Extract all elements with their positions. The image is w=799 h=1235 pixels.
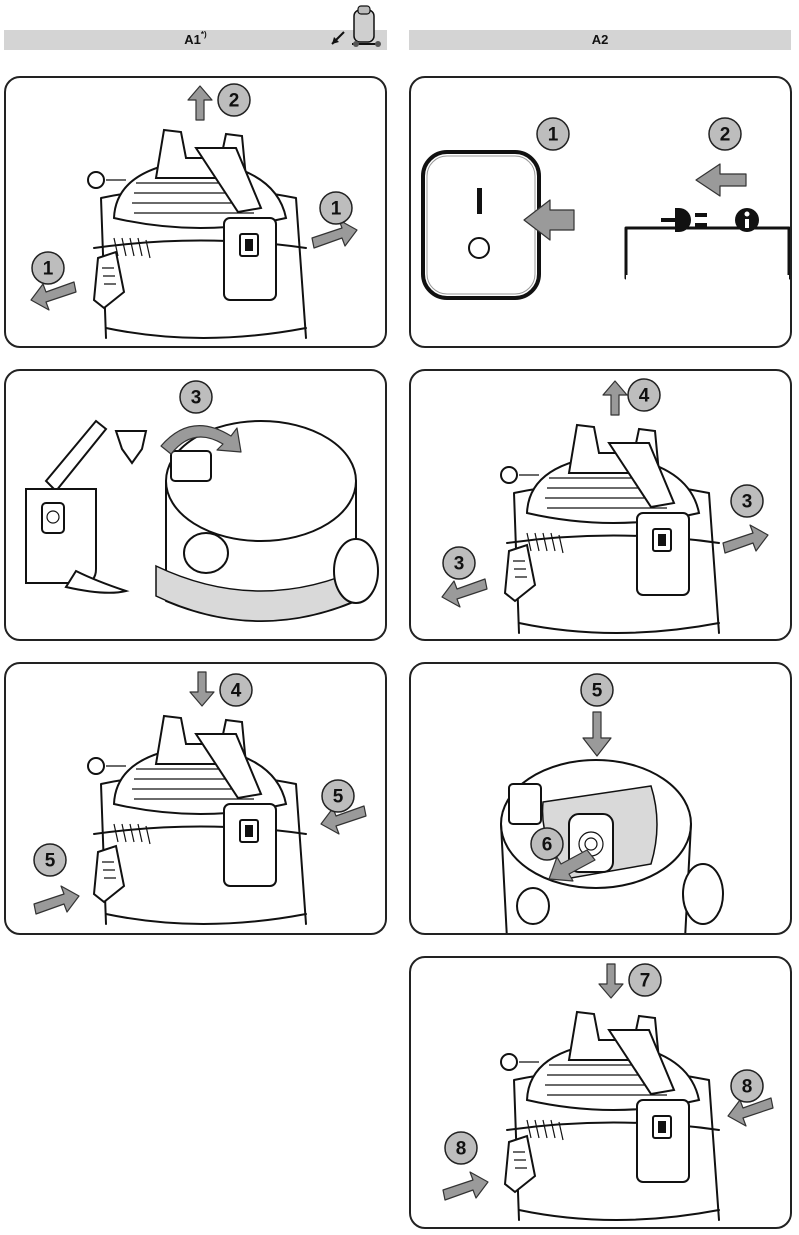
step-number-5-right: 5	[321, 779, 355, 813]
vacuum-cleaner-icon	[328, 4, 388, 50]
arrow-right-icon	[722, 524, 769, 554]
section-label-a2: A2	[591, 32, 609, 47]
svg-text:4: 4	[639, 386, 650, 407]
step-number-5-left: 5	[33, 843, 67, 877]
arrow-left-icon	[30, 281, 77, 311]
arrow-right-icon	[311, 219, 358, 249]
svg-text:5: 5	[592, 681, 603, 702]
svg-text:5: 5	[333, 787, 344, 808]
panel-a1-step4: 4 5 5	[4, 662, 387, 935]
info-icon	[735, 208, 759, 232]
arrow-up-icon	[187, 85, 213, 121]
svg-text:3: 3	[742, 492, 753, 513]
step-number-8-right: 8	[730, 1069, 764, 1103]
arrow-left-icon	[441, 578, 488, 608]
step-number-8-left: 8	[444, 1131, 478, 1165]
svg-text:5: 5	[45, 851, 56, 872]
panel-a1-step1: 2 1 1	[4, 76, 387, 348]
arrow-left-icon	[320, 805, 367, 835]
svg-text:2: 2	[720, 125, 731, 146]
arrow-down-icon	[598, 963, 624, 999]
svg-text:3: 3	[191, 388, 202, 409]
arrow-left-icon	[695, 163, 747, 197]
step-number-3: 3	[179, 380, 213, 414]
step-number-3-left: 3	[442, 546, 476, 580]
step-number-1-left: 1	[31, 251, 65, 285]
step-number-6: 6	[530, 827, 564, 861]
panel-a1-step3: 3	[4, 369, 387, 641]
step-number-7: 7	[628, 963, 662, 997]
svg-text:4: 4	[231, 681, 242, 702]
step-number-2: 2	[217, 83, 251, 117]
arrow-left-icon	[727, 1097, 774, 1127]
step-number-3-right: 3	[730, 484, 764, 518]
svg-text:1: 1	[548, 125, 559, 146]
svg-text:8: 8	[456, 1139, 467, 1160]
arrow-up-icon	[602, 380, 628, 416]
step-number-4: 4	[219, 673, 253, 707]
svg-text:1: 1	[331, 199, 342, 220]
step-number-2: 2	[708, 117, 742, 151]
arrow-down-left-icon	[548, 849, 596, 882]
arrow-right-icon	[33, 885, 80, 915]
arrow-down-icon	[189, 671, 215, 707]
section-label-a1: A1	[184, 32, 201, 47]
svg-text:3: 3	[454, 554, 465, 575]
arrow-left-icon	[523, 199, 575, 241]
svg-text:1: 1	[43, 259, 54, 280]
panel-a2-step7: 7 8 8	[409, 956, 792, 1229]
panel-a2-step5: 5 6	[409, 662, 792, 935]
arrow-down-icon	[582, 711, 612, 757]
svg-text:6: 6	[542, 835, 553, 856]
step-number-5: 5	[580, 673, 614, 707]
section-header-a2: A2	[409, 30, 791, 50]
step-number-1-right: 1	[319, 191, 353, 225]
power-plug-icon	[661, 208, 707, 232]
step-number-4: 4	[627, 378, 661, 412]
power-switch-icon	[421, 150, 541, 300]
panel-a2-step4: 4 3 3	[409, 369, 792, 641]
svg-text:7: 7	[640, 971, 651, 992]
step-number-1: 1	[536, 117, 570, 151]
arrow-right-icon	[442, 1171, 489, 1201]
footnote-marker: *)	[200, 30, 207, 39]
svg-text:2: 2	[229, 91, 240, 112]
section-header-a1: A1*)	[4, 30, 387, 50]
curved-arrow-icon	[160, 425, 242, 455]
panel-a2-step1: 1 2	[409, 76, 792, 348]
svg-text:8: 8	[742, 1077, 753, 1098]
